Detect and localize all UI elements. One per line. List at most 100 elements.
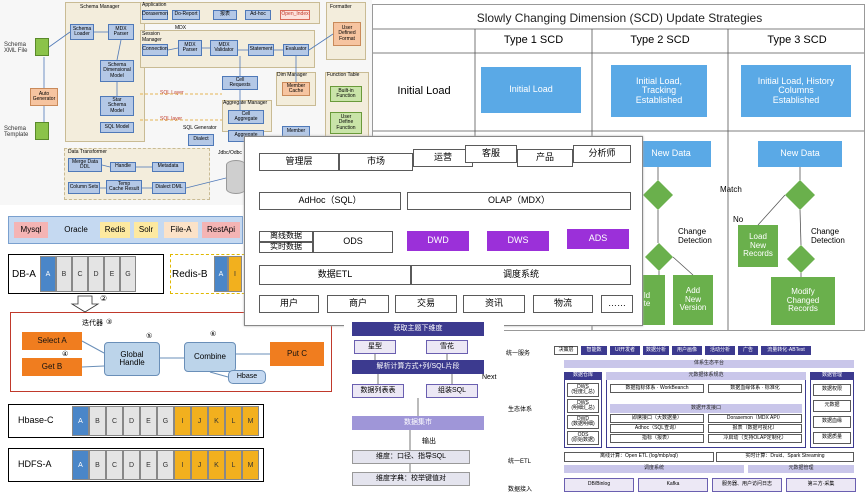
iterator-label: 迭代器 <box>82 320 103 327</box>
bdp-service-item: 流量转化·ABTest <box>761 346 811 355</box>
get-b-box: Get B <box>22 358 82 376</box>
olap-mdx: OLAP（MDX） <box>407 192 631 210</box>
column-cell: E <box>140 406 157 436</box>
source-users: 用户 <box>259 295 319 313</box>
flow-assemble-sql: 组装SQL <box>426 384 478 398</box>
bdp-dwd: DWD (数据明细) <box>567 415 599 429</box>
bdp-platform-title: 体系生态平台 <box>564 360 854 368</box>
pipeline-arrows <box>70 295 270 378</box>
function-table-label: Function Table <box>327 72 360 78</box>
column-cell: J <box>191 450 208 480</box>
global-handle-box: Global Handle <box>104 342 160 376</box>
sql-layer-1: SQL Layer <box>160 90 184 96</box>
bdp-ingest-item: DB/Binlog <box>564 478 634 492</box>
schema-manager-label: Schema Manager <box>80 4 120 10</box>
dba-frame <box>8 254 164 294</box>
sql-generator-label: SQL Generator <box>183 125 217 131</box>
column-cell: B <box>56 256 72 292</box>
schema-template-file-icon <box>35 122 49 140</box>
bdp-dws: DWS (轻度汇总) <box>567 383 599 397</box>
column-cell: C <box>72 256 88 292</box>
t2-new-data: New Data <box>631 141 711 167</box>
load-new-records: Load New Records <box>738 225 778 267</box>
scheduler-layer: 调度系统 <box>411 265 631 285</box>
source-restapi: RestApi <box>202 222 240 238</box>
no-label: No <box>733 215 744 224</box>
dws-layer: DWS <box>487 231 549 251</box>
bdp-service-item: 数据分析 <box>643 346 669 355</box>
jdbc-odbc-label: Jdbc/Odbc <box>218 150 242 156</box>
role-ops: 运营 <box>413 149 473 167</box>
column-cell: B <box>89 450 106 480</box>
column-cell: J <box>191 406 208 436</box>
step-3: ③ <box>106 319 113 326</box>
offline-data: 离线数据 <box>259 231 313 242</box>
column-cell: M <box>242 406 259 436</box>
column-cell: E <box>140 450 157 480</box>
hbase-box: Hbase <box>228 370 266 384</box>
schema-template-label: Schema Template <box>4 126 29 138</box>
bdp-right-item: 元数据 <box>813 400 851 412</box>
adhoc-sql: AdHoc（SQL） <box>259 192 401 210</box>
scd-header-type1: Type 1 SCD <box>503 34 564 47</box>
column-cell: I <box>174 450 191 480</box>
realtime-data: 实时数据 <box>259 242 313 253</box>
bdp-service-item: 活动分析 <box>705 346 735 355</box>
bdp-right-item: 数据血缘 <box>813 416 851 428</box>
flow-data-mart: 数据集市 <box>352 416 484 430</box>
bdp-mid-row: 指标（报表） <box>610 434 704 443</box>
bdp-unified-service: 统一服务 <box>506 351 531 357</box>
mdx-parser-2: MDX Parser <box>178 40 202 56</box>
flow-output: 输出 <box>422 438 436 445</box>
bdp-service-item: UI开发者 <box>610 346 640 355</box>
t2-add-new-version: Add New Version <box>673 275 713 325</box>
bdp-ingest-item: 第三方·采集 <box>786 478 856 492</box>
scd-grid-and-arrows <box>373 28 864 330</box>
step-4: ④ <box>62 351 69 358</box>
cell-aggregate: Cell Aggregate <box>228 110 264 124</box>
source-mysql: Mysql <box>14 222 48 238</box>
column-cell: C <box>106 406 123 436</box>
hdfsa-frame <box>8 448 264 482</box>
data-transformer-label: Data Transformer <box>68 149 107 155</box>
select-a-box: Select A <box>22 332 82 350</box>
bdp-service-item: 决策层 <box>554 346 578 355</box>
column-cell: B <box>89 406 106 436</box>
formatter-label: Formatter <box>330 4 352 10</box>
bdp-etl-realtime: 实时计算：Druid、Spark Streaming <box>716 452 854 462</box>
mdx-parser: MDX Parser <box>108 24 134 40</box>
auto-generator-box: Auto Generator <box>30 88 58 106</box>
bdp-ingest: 数据接入 <box>508 487 533 493</box>
bdp-unified-etl: 统一ETL <box>508 459 532 465</box>
scd-header-type2: Type 2 SCD <box>630 34 690 47</box>
source-merchants: 商户 <box>327 295 389 313</box>
combine-box: Combine <box>184 342 236 372</box>
bdp-mid-row: 数据血缘体系 · 标准化 <box>708 384 802 393</box>
scd-header-type3: Type 3 SCD <box>767 34 827 47</box>
column-sets-box: Column Sets <box>68 182 100 194</box>
flow-next: Next <box>482 374 497 381</box>
source-redis: Redis <box>100 222 130 238</box>
source-file-a: File-A <box>164 222 198 238</box>
hbasec-frame <box>8 404 264 438</box>
bdp-mid-row: Adhoc（SQL查询） <box>610 424 704 433</box>
column-cell: K <box>208 406 225 436</box>
flow-snowflake: 雪花 <box>426 340 468 354</box>
warehouse-layers: 管理层 市场 运营 客服 产品 分析师 AdHoc（SQL） OLAP（MDX）… <box>244 136 643 326</box>
connection-box: Connection <box>142 44 168 56</box>
dwd-layer: DWD <box>407 231 469 251</box>
hdfsa-label: HDFS-A <box>18 459 52 469</box>
user-define-function: User Define Function <box>330 112 362 134</box>
flow-title: 获取主题下维度 <box>352 322 484 336</box>
column-cell: C <box>106 450 123 480</box>
bdp-service-item: 广告 <box>738 346 758 355</box>
bdp-ods: ODS (原始数据) <box>567 431 599 445</box>
column-cell: L <box>225 450 242 480</box>
cell-requests: Cell Requests <box>222 76 258 90</box>
session-manager-label: Session Manager <box>142 31 162 43</box>
bdp-ingest-item: Kafka <box>638 478 708 492</box>
bdp-ingest-item: 服务器、用户访问日志 <box>712 478 782 492</box>
temp-cache-box: Temp Cache Result <box>106 180 142 194</box>
t2-change-detection: Change Detection <box>678 227 712 245</box>
bdp-mid-row: 冷启动（支持OLAP定制化） <box>708 434 802 443</box>
